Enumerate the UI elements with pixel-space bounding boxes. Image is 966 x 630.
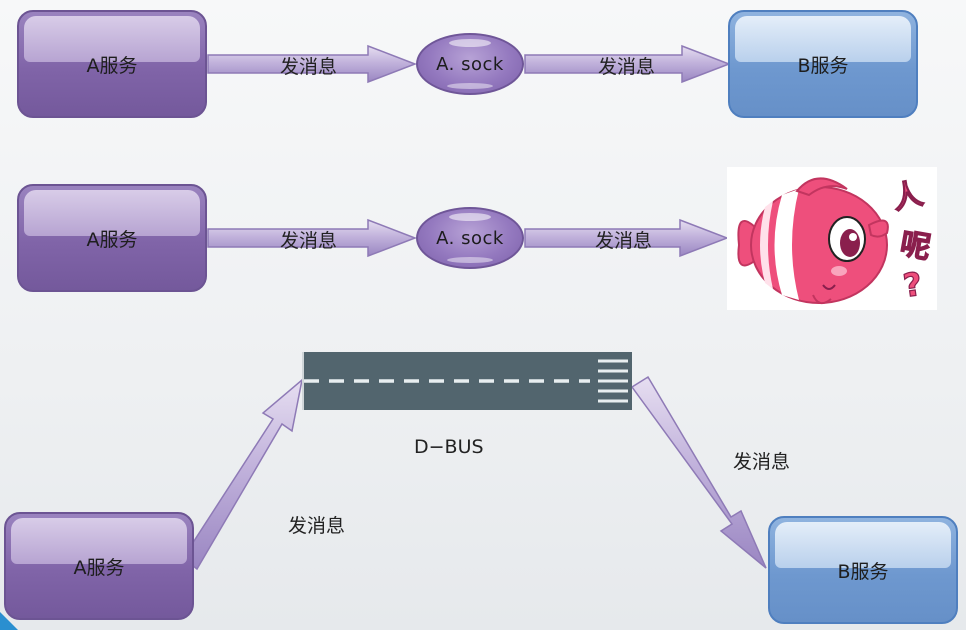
svg-text:呢: 呢 [898,226,934,266]
row2-service-a: A服务 [17,184,207,292]
svg-text:人: 人 [889,176,926,216]
row1-socket-label: A. sock [436,53,504,75]
d-bus-label: D−BUS [414,436,484,458]
row2-socket-node: A. sock [416,207,524,269]
bus-arrow-down [630,375,767,569]
bus-service-b-label: B服务 [837,560,889,583]
row1-arrow-1-label: 发消息 [280,56,338,78]
row1-arrow-1 [207,44,418,84]
row1-arrow-2 [524,44,732,84]
d-bus-road [302,352,632,410]
bus-arrow-up-label: 发消息 [288,515,346,537]
bus-service-a: A服务 [4,512,194,620]
row2-socket-label: A. sock [436,227,504,249]
row1-arrow-2-label: 发消息 [598,56,656,78]
bus-service-a-label: A服务 [73,556,125,579]
sticker-lettering: 人 呢 ? [889,176,934,306]
row2-arrow-1-label: 发消息 [280,230,338,252]
fish-picture: 人 呢 ? [737,176,934,306]
row1-service-a: A服务 [17,10,207,118]
row1-service-b-label: B服务 [797,54,849,77]
row2-arrow-2-label: 发消息 [595,230,653,252]
confused-fish-sticker: 人 呢 ? [727,167,937,310]
bus-service-b: B服务 [768,516,958,624]
row2-service-a-label: A服务 [86,228,138,251]
svg-text:?: ? [901,265,925,305]
row1-service-b: B服务 [728,10,918,118]
bus-arrow-down-label: 发消息 [733,451,791,473]
row1-socket-node: A. sock [416,33,524,95]
row1-service-a-label: A服务 [86,54,138,77]
row2-arrow-2 [524,218,730,258]
bus-arrow-up [181,378,304,571]
row2-arrow-1 [207,218,418,258]
